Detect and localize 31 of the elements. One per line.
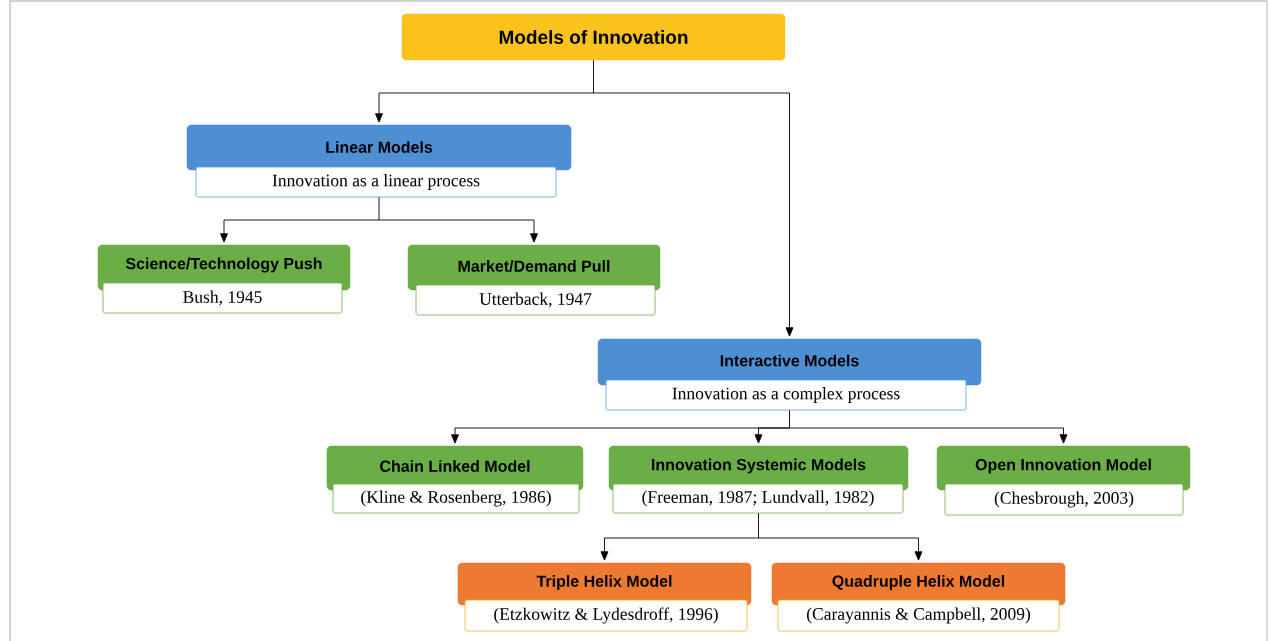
model-box: Models of Innovation xyxy=(401,13,786,61)
arrow xyxy=(375,92,594,123)
model-box: Science/Technology Push Bush, 1945 xyxy=(97,244,351,314)
model-box: Linear Models Innovation as a linear process xyxy=(186,124,572,198)
model-box: Interactive Models Innovation as a complex process xyxy=(597,338,982,411)
connector-line xyxy=(378,196,380,221)
arrow xyxy=(220,219,380,243)
node-label: Innovation as a linear process xyxy=(272,174,480,190)
model-box: Triple Helix Model (Etzkowitz & Lydesdroff, 1996) xyxy=(457,562,752,632)
node-label: (Carayannis & Campbell, 2009) xyxy=(807,607,1031,624)
node-label: Utterback, 1947 xyxy=(479,292,592,308)
model-box: Chain Linked Model (Kline & Rosenberg, 1986) xyxy=(326,445,584,514)
connector-line xyxy=(593,59,594,94)
arrow xyxy=(758,537,923,561)
node-label: (Etzkowitz & Lydesdroff, 1996) xyxy=(494,607,718,624)
arrow xyxy=(593,92,794,337)
arrow xyxy=(789,427,1068,444)
node-label: (Kline & Rosenberg, 1986) xyxy=(361,490,551,507)
node-label: (Freeman, 1987; Lundvall, 1982) xyxy=(642,490,874,507)
model-box: Quadruple Helix Model (Carayannis & Campbell, 2009) xyxy=(771,562,1066,632)
model-box: Market/Demand Pull Utterback, 1947 xyxy=(407,244,661,316)
node-label: Innovation as a complex process xyxy=(672,387,900,403)
model-box: Innovation Systemic Models (Freeman, 1987; Lundvall, 1982) xyxy=(608,445,909,514)
connector-line xyxy=(789,409,790,429)
arrow xyxy=(378,219,538,243)
connector-line xyxy=(758,512,759,539)
node-label: (Chesbrough, 2003) xyxy=(994,491,1134,508)
arrow xyxy=(600,537,759,561)
model-box: Open Innovation Model (Chesbrough, 2003) xyxy=(936,445,1191,516)
node-label: Bush, 1945 xyxy=(183,290,262,306)
arrow xyxy=(754,427,790,444)
